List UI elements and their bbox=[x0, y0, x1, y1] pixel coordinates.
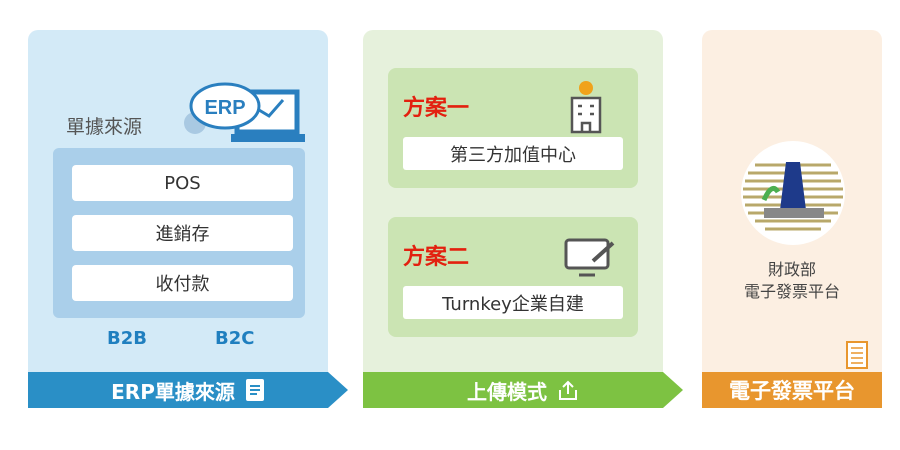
plan-title: 方案一 bbox=[403, 96, 470, 121]
source-item-payment: 收付款 bbox=[72, 265, 293, 301]
platform-name-line1: 財政部 bbox=[767, 260, 816, 279]
plan-label: Turnkey企業自建 bbox=[403, 286, 623, 319]
monitor-icon bbox=[564, 238, 615, 277]
upload-icon bbox=[559, 380, 577, 400]
document-icon bbox=[245, 379, 264, 401]
erp-banner: ERP單據來源 bbox=[28, 372, 348, 408]
source-item-pos: POS bbox=[72, 165, 293, 201]
invoice-icon bbox=[846, 341, 868, 369]
plan-title: 方案二 bbox=[403, 245, 470, 270]
erp-laptop-icon: ERP bbox=[184, 82, 305, 142]
b2b-label: B2B bbox=[107, 328, 147, 349]
upload-banner-label: 上傳模式 bbox=[467, 379, 547, 404]
ministry-of-finance-logo bbox=[741, 141, 845, 245]
source-label: 單據來源 bbox=[66, 116, 143, 138]
plan-card-1: 方案一 第三方加值中心 bbox=[388, 68, 638, 188]
erp-logo-text: ERP bbox=[204, 97, 245, 119]
b2c-label: B2C bbox=[215, 328, 255, 349]
plan-label: 第三方加值中心 bbox=[403, 137, 623, 170]
platform-banner: 電子發票平台 bbox=[702, 372, 882, 408]
source-item-inventory: 進銷存 bbox=[72, 215, 293, 251]
plan-card-2: 方案二 Turnkey企業自建 bbox=[388, 217, 638, 337]
platform-name-line2: 電子發票平台 bbox=[743, 282, 840, 301]
platform-banner-label: 電子發票平台 bbox=[729, 379, 855, 403]
building-icon bbox=[570, 81, 602, 134]
upload-banner: 上傳模式 bbox=[363, 372, 683, 408]
erp-banner-label: ERP單據來源 bbox=[111, 379, 235, 404]
